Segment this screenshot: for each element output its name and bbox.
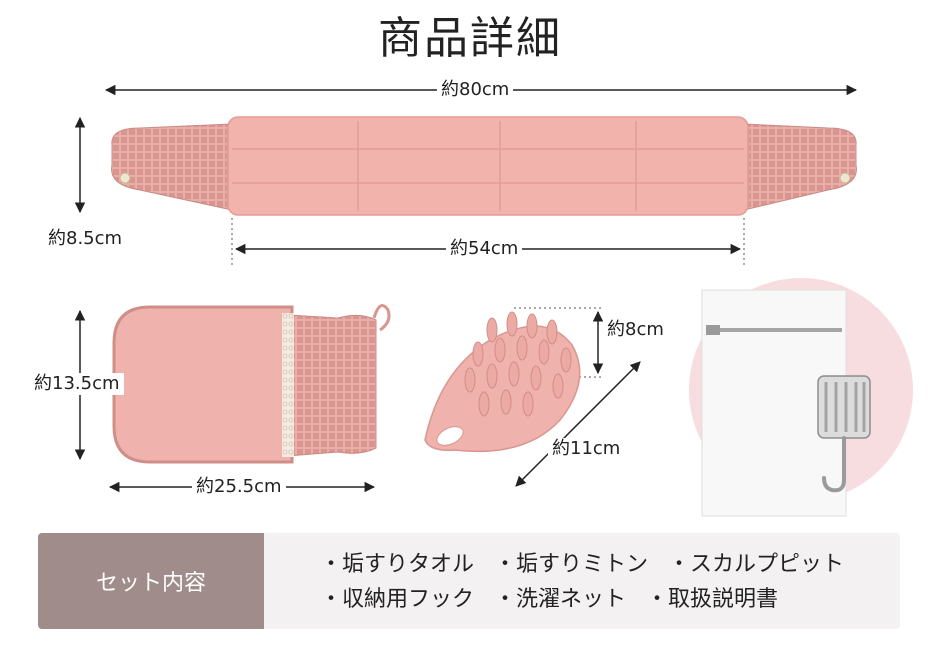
set-contents-row: ・収納用フック・洗濯ネット・取扱説明書 <box>320 582 890 617</box>
set-contents-label: セット内容 <box>38 533 264 629</box>
set-contents-list: ・垢すりタオル・垢すりミトン・スカルプピット ・収納用フック・洗濯ネット・取扱説… <box>320 547 890 617</box>
accessories-circle <box>689 278 913 517</box>
list-item: ・取扱説明書 <box>646 587 779 612</box>
set-contents-panel: セット内容 ・垢すりタオル・垢すりミトン・スカルプピット ・収納用フック・洗濯ネ… <box>38 533 900 629</box>
mitten-width-label: 約25.5cm <box>192 476 286 498</box>
towel-pad-label: 約54cm <box>446 238 523 260</box>
page-title: 商品詳細 <box>378 13 562 64</box>
scalp-brush <box>424 311 581 453</box>
scalp-length-dimension <box>515 361 641 487</box>
scalp-length-label: 約11cm <box>548 438 625 460</box>
scrub-towel <box>111 116 857 216</box>
list-item: ・垢すりタオル <box>320 552 475 577</box>
scalp-height-label: 約8cm <box>603 319 668 341</box>
list-item: ・洗濯ネット <box>494 587 627 612</box>
mitten-height-label: 約13.5cm <box>30 373 124 395</box>
towel-length-label: 約80cm <box>437 79 514 101</box>
set-contents-row: ・垢すりタオル・垢すりミトン・スカルプピット <box>320 547 890 582</box>
list-item: ・スカルプピット <box>668 552 845 577</box>
list-item: ・収納用フック <box>320 587 475 612</box>
scrub-mitten <box>112 304 391 464</box>
towel-width-label: 約8.5cm <box>44 228 127 250</box>
list-item: ・垢すりミトン <box>494 552 649 577</box>
